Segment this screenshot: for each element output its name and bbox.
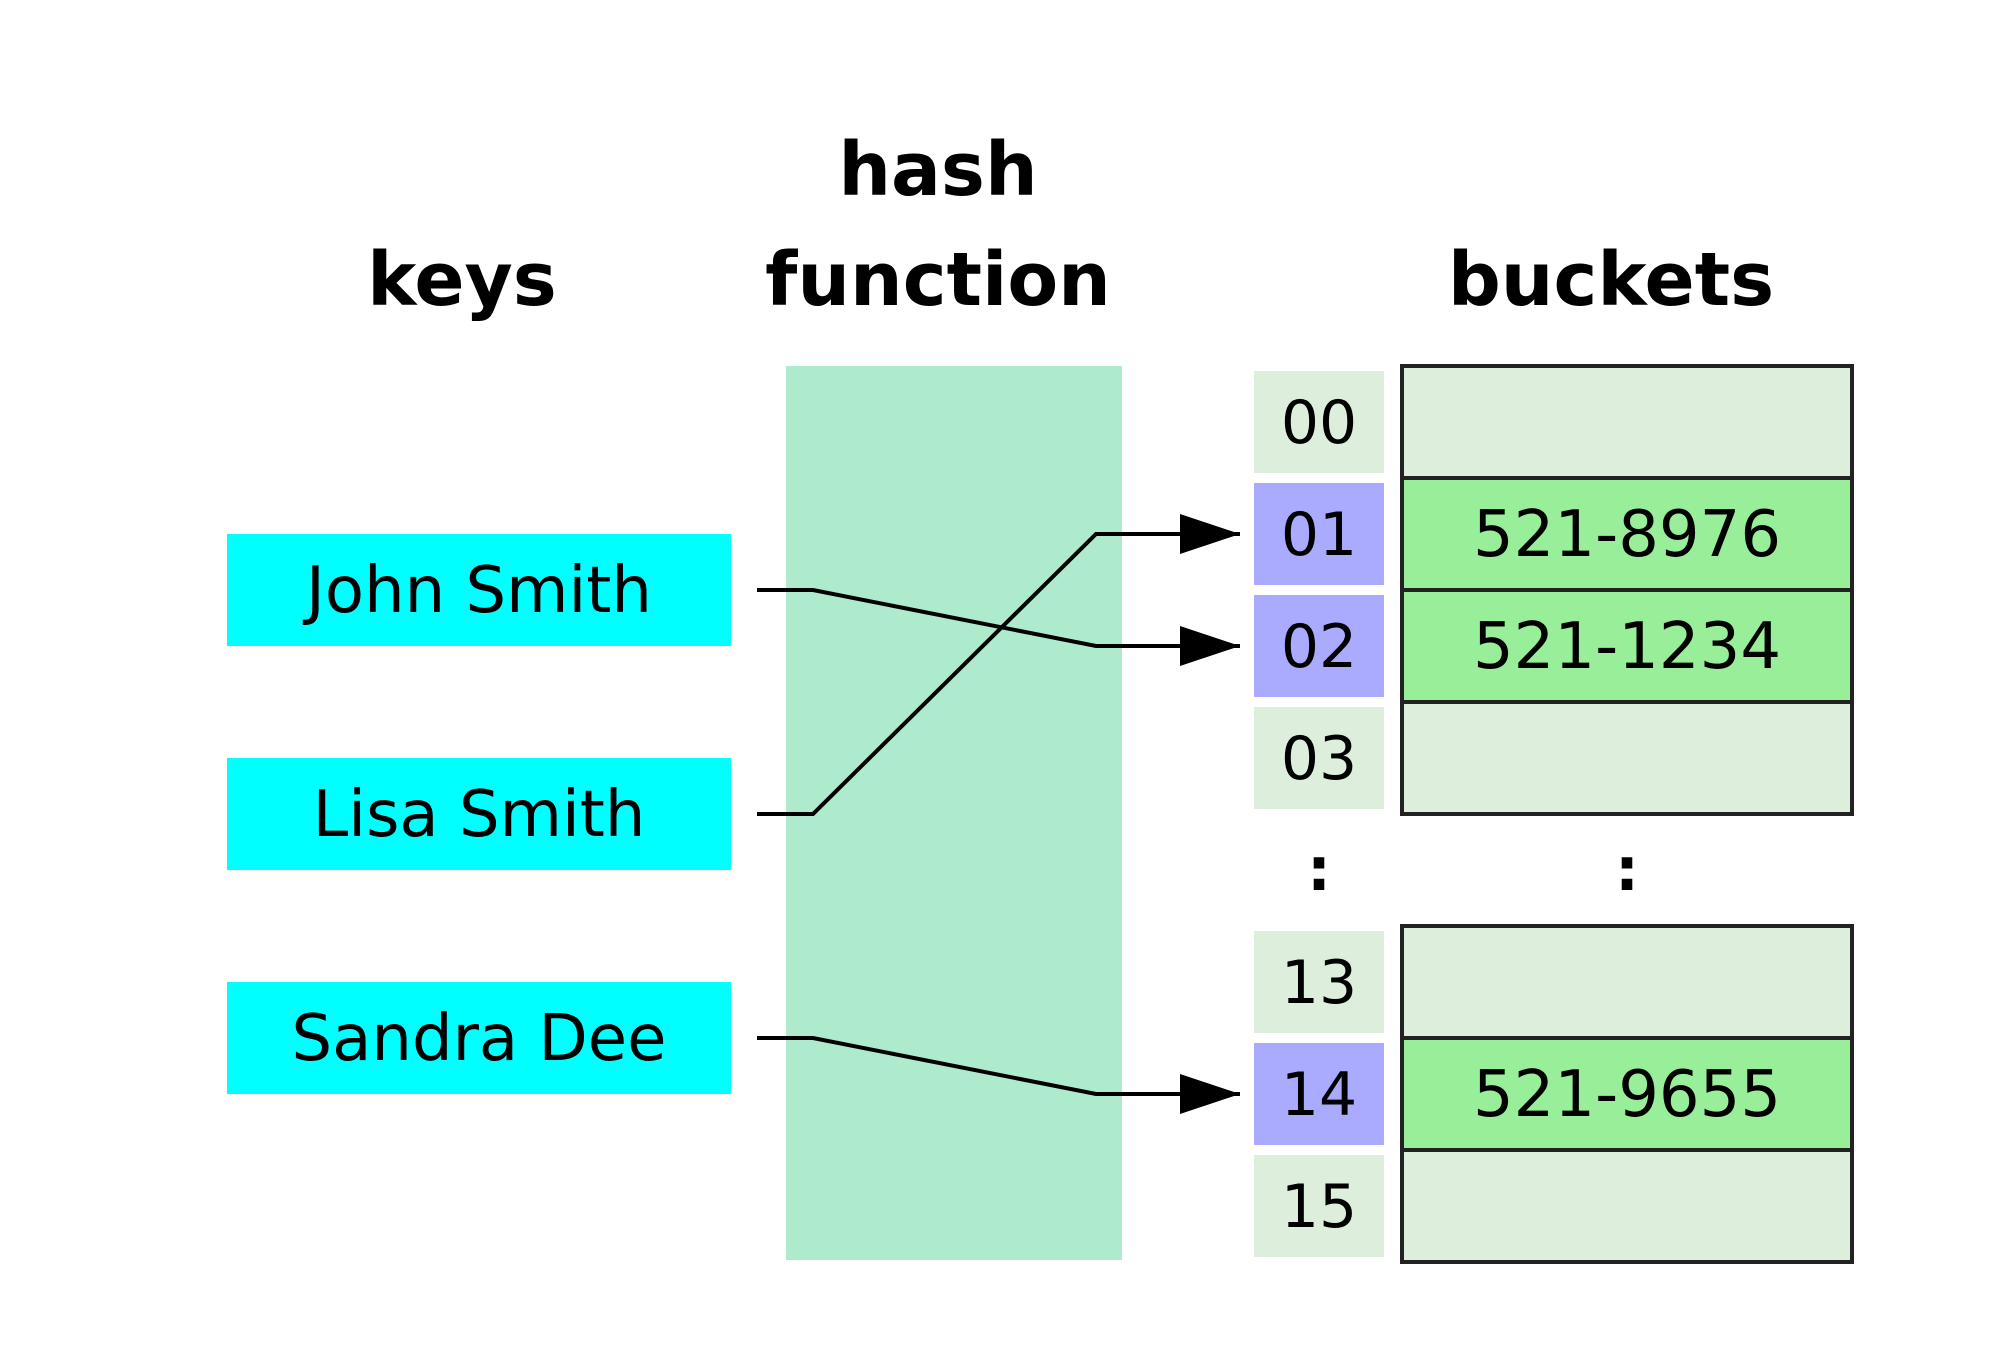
key-box [227,534,731,646]
bucket-cell-box [1400,476,1854,592]
index-label: 02 [1281,612,1357,682]
index-cell-box [1254,371,1384,473]
index-cell-box [1254,1155,1384,1257]
mapping-arrow [757,1036,1240,1114]
index-cell: 15 [1254,1155,1384,1257]
index-label: 14 [1281,1060,1357,1130]
bucket-cell [1400,700,1854,816]
index-cell-box [1254,595,1384,697]
mapping-arrow [757,588,1240,666]
index-label: 00 [1281,388,1357,458]
bucket-value: 521-8976 [1473,498,1781,572]
index-cell: 14 [1254,1043,1384,1145]
bucket-cell [1400,1148,1854,1264]
bucket-value: 521-1234 [1473,610,1781,684]
key-item: Lisa Smith [227,758,731,870]
bucket-cell [1400,924,1854,1040]
index-cell: 01 [1254,483,1384,585]
hash-function-header-line1: hash [838,127,1037,213]
bucket-cell: 521-1234 [1400,588,1854,704]
hash-function-header-line2: function [765,237,1111,323]
index-cell: 03 [1254,707,1384,809]
key-box [227,982,731,1094]
mapping-arrows [757,514,1240,1114]
index-cell: 00 [1254,371,1384,473]
hash-function-band [786,366,1122,1260]
bucket-group-bottom: 521-9655 [1400,924,1854,1264]
bucket-cell-box [1400,1036,1854,1152]
bucket-cell-box [1400,1148,1854,1264]
bucket-cell: 521-8976 [1400,476,1854,592]
keys-header: keys [367,237,557,323]
bucket-ellipsis: : [1615,835,1639,905]
index-cell-box [1254,931,1384,1033]
bucket-cell-box [1400,588,1854,704]
key-label: Lisa Smith [313,778,646,852]
index-label: 13 [1281,948,1357,1018]
index-ellipsis: : [1307,835,1331,905]
index-label: 03 [1281,724,1357,794]
bucket-cell-box [1400,924,1854,1040]
index-cell-box [1254,707,1384,809]
index-column: 00 01 02 03 13 14 15: [1254,371,1384,1257]
bucket-cell: 521-9655 [1400,1036,1854,1152]
bucket-group-top: 521-8976 521-1234 [1400,364,1854,816]
buckets-header: buckets [1448,237,1774,323]
index-cell-box [1254,483,1384,585]
buckets-column: 521-8976 521-1234 521-9655: [1400,364,1854,1264]
index-label: 15 [1281,1172,1357,1242]
key-label: John Smith [302,554,652,628]
index-cell-box [1254,1043,1384,1145]
bucket-cell [1400,364,1854,480]
key-item: Sandra Dee [227,982,731,1094]
index-cell: 02 [1254,595,1384,697]
key-item: John Smith [227,534,731,646]
bucket-cell-box [1400,364,1854,480]
bucket-value: 521-9655 [1473,1058,1781,1132]
mapping-arrow [757,514,1240,816]
key-box [227,758,731,870]
index-label: 01 [1281,500,1357,570]
key-label: Sandra Dee [292,1002,667,1076]
index-cell: 13 [1254,931,1384,1033]
bucket-cell-box [1400,700,1854,816]
